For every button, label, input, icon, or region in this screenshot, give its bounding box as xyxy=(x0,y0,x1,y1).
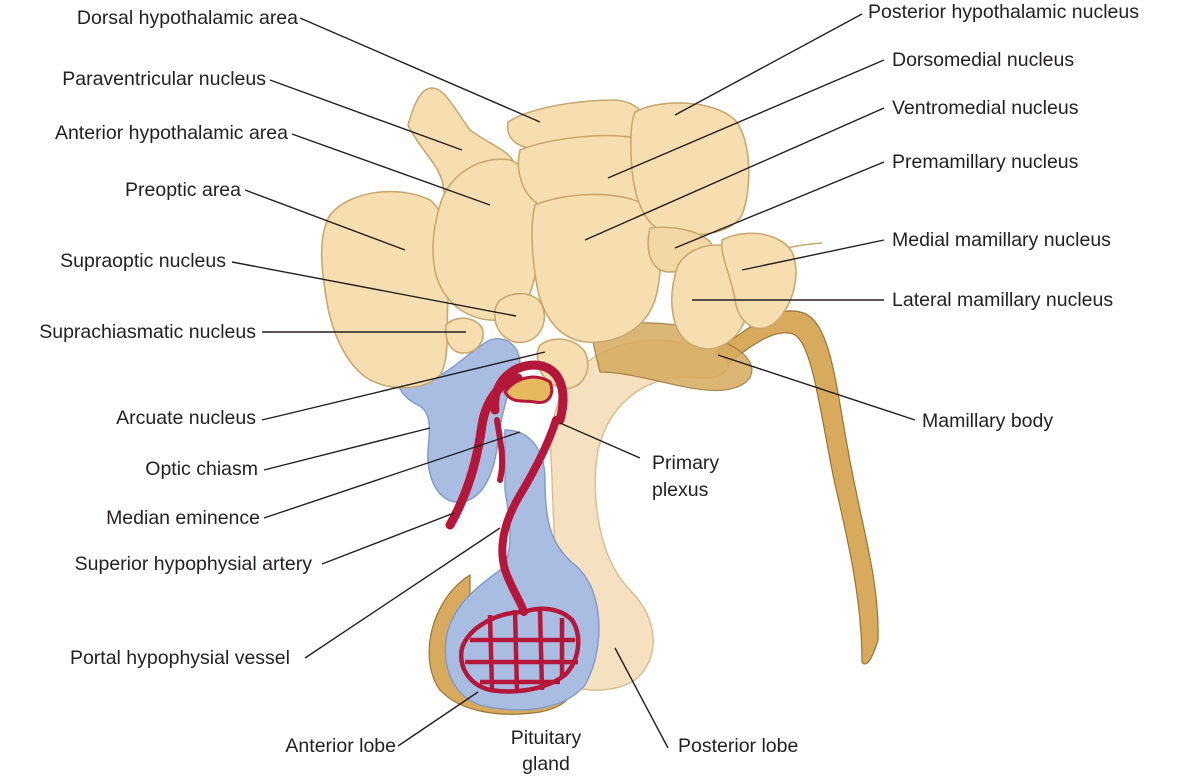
label-paraventricular-nucleus: Paraventricular nucleus xyxy=(62,68,266,90)
anterior-hypothalamic-area-shape xyxy=(432,158,540,321)
portal-hypophysial-vessel-shape xyxy=(498,416,560,616)
label-lateral-mamillary-nucleus: Lateral mamillary nucleus xyxy=(892,289,1113,311)
label-ventromedial-nucleus: Ventromedial nucleus xyxy=(892,97,1079,119)
label-dorsomedial-nucleus: Dorsomedial nucleus xyxy=(892,49,1074,71)
portal-hypophysial-vessel-branch xyxy=(494,417,506,483)
label-median-eminence: Median eminence xyxy=(106,507,260,529)
posterior-hypothalamic-nucleus-shape xyxy=(629,102,750,236)
label-portal-hypophysial-vessel: Portal hypophysial vessel xyxy=(70,647,290,669)
label-premamillary-nucleus: Premamillary nucleus xyxy=(892,151,1079,173)
labels: Dorsal hypothalamic area Paraventricular… xyxy=(39,1,1139,775)
primary-plexus-mesh xyxy=(503,375,554,405)
label-primary-plexus-line1: Primary xyxy=(652,452,719,474)
suprachiasmatic-nucleus-shape xyxy=(444,317,484,354)
supraoptic-nucleus-shape xyxy=(493,292,546,344)
primary-plexus-shape xyxy=(490,360,568,425)
label-primary-plexus-line2: plexus xyxy=(652,479,709,501)
mamillary-tract xyxy=(704,310,879,665)
label-medial-mamillary-nucleus: Medial mamillary nucleus xyxy=(892,229,1111,251)
label-preoptic-area: Preoptic area xyxy=(125,179,241,201)
label-superior-hypophysial-artery: Superior hypophysial artery xyxy=(75,553,313,575)
label-optic-chiasm: Optic chiasm xyxy=(145,458,258,480)
label-mamillary-body: Mamillary body xyxy=(922,410,1053,432)
preoptic-area-shape xyxy=(320,190,451,389)
label-arcuate-nucleus: Arcuate nucleus xyxy=(116,407,256,429)
label-anterior-hypothalamic-area: Anterior hypothalamic area xyxy=(55,122,288,144)
label-pituitary-gland-line2: gland xyxy=(522,753,570,775)
anatomy-illustration xyxy=(320,87,879,715)
leader-lines xyxy=(231,13,916,749)
label-posterior-lobe: Posterior lobe xyxy=(678,735,798,757)
secondary-plexus xyxy=(458,606,581,694)
ventromedial-nucleus-shape xyxy=(531,193,661,344)
label-suprachiasmatic-nucleus: Suprachiasmatic nucleus xyxy=(39,321,256,343)
label-supraoptic-nucleus: Supraoptic nucleus xyxy=(60,250,226,272)
label-dorsal-hypothalamic-area: Dorsal hypothalamic area xyxy=(77,7,298,29)
medial-mamillary-nucleus-shape xyxy=(721,232,797,330)
label-posterior-hypothalamic-nucleus: Posterior hypothalamic nucleus xyxy=(868,1,1139,23)
label-pituitary-gland-line1: Pituitary xyxy=(511,727,582,749)
arcuate-nucleus-shape xyxy=(536,338,589,389)
label-anterior-lobe: Anterior lobe xyxy=(285,735,396,757)
